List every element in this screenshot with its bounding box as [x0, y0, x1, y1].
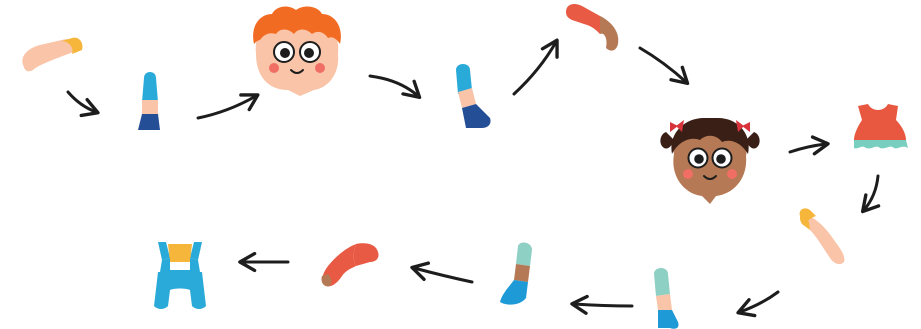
leg-icon: [456, 64, 491, 128]
arm-icon: [321, 243, 378, 286]
overalls-icon: [154, 242, 206, 309]
boy-face-icon: [253, 7, 341, 96]
arrow-8: [740, 292, 778, 312]
dress-icon: [854, 104, 908, 148]
arrow-1: [68, 92, 96, 112]
arm-icon: [566, 4, 618, 51]
arrow-7: [864, 176, 878, 210]
leg-icon: [654, 268, 679, 329]
arrow-4: [514, 42, 556, 94]
arrow-9: [574, 304, 632, 306]
arrow-3: [370, 76, 418, 96]
arrow-10: [414, 268, 472, 282]
leg-icon: [138, 72, 160, 130]
girl-face-icon: [660, 118, 759, 204]
arrow-5: [640, 48, 686, 82]
arm-icon: [23, 38, 83, 71]
arrow-2: [198, 96, 256, 118]
leg-icon: [500, 243, 532, 305]
arrow-6: [790, 144, 826, 152]
arm-icon: [800, 208, 845, 264]
